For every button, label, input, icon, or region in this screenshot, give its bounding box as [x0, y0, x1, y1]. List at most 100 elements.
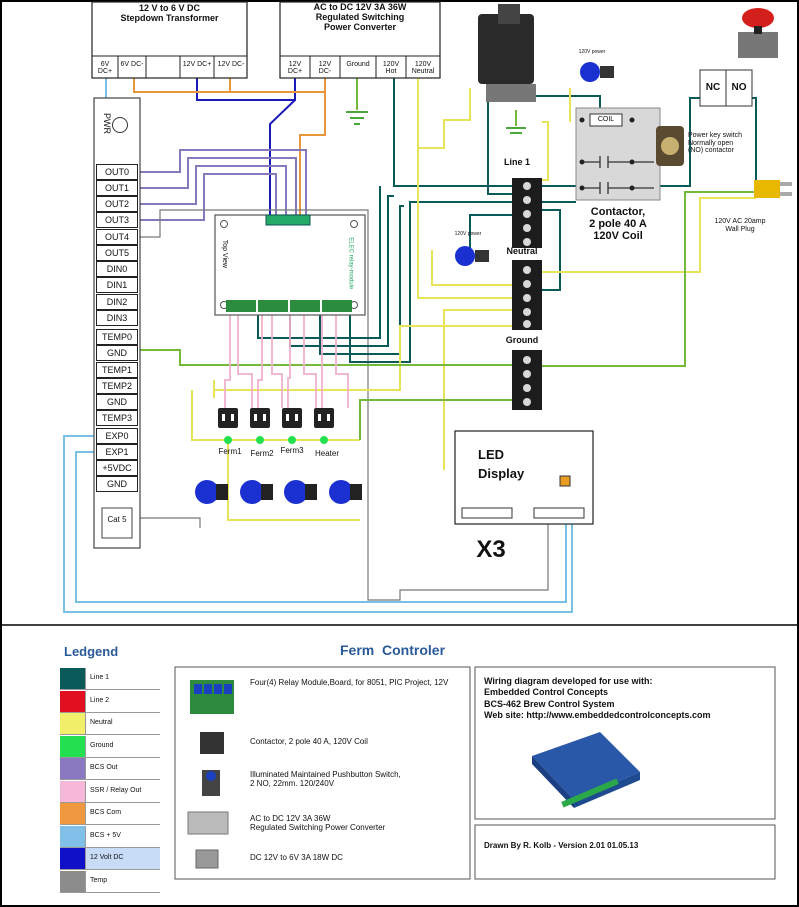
wires-neutral — [191, 78, 756, 521]
credit-text: Drawn By R. Kolb - Version 2.01 01.05.13 — [484, 841, 639, 850]
emergency-stop — [738, 8, 778, 58]
component-transformer: DC 12V to 6V 3A 18W DC — [250, 853, 343, 862]
no-label: NO — [731, 82, 747, 93]
info-box — [474, 666, 776, 820]
bcs-pin-exp1: EXP1 — [96, 444, 138, 460]
credit-box — [474, 824, 776, 880]
legend-swatch — [60, 848, 86, 869]
line1-label: Line 1 — [503, 157, 530, 167]
legend-label: BCS Com — [90, 809, 122, 816]
wires-bcs-out — [138, 149, 307, 222]
wires-line1 — [257, 78, 757, 363]
terminal-block-neutral — [512, 260, 542, 330]
legend-item: Line 2 — [60, 690, 160, 713]
terminal-block-ground — [512, 350, 542, 410]
legend-item: SSR / Relay Out — [60, 780, 160, 803]
transformer-pin: 6V DC+ — [97, 61, 113, 75]
wall-plug — [754, 180, 792, 198]
lamp-label: 120V power — [578, 49, 606, 55]
bcs-pin-din2: DIN2 — [96, 294, 138, 310]
legend-label: BCS + 5V — [90, 831, 121, 839]
pilot-lamp — [455, 62, 614, 266]
bcs-pwr-label: PWR — [101, 112, 112, 134]
outlet-lamps — [195, 480, 362, 504]
coil-label: COIL — [597, 116, 615, 123]
bcs-pin-temp3: TEMP3 — [96, 410, 138, 426]
legend-label: Neutral — [90, 719, 113, 726]
legend-item: BCS Com — [60, 803, 160, 825]
nc-label: NC — [705, 82, 721, 93]
bcs-pin-gnd: GND — [96, 476, 138, 492]
lamp-label: 120V power — [454, 231, 482, 237]
wires-temp — [138, 209, 549, 601]
legend-item: Temp — [60, 870, 160, 893]
bcs-pin-out5: OUT5 — [96, 245, 138, 261]
legend-swatch — [60, 780, 86, 802]
legend-swatch — [60, 690, 86, 712]
wires-bcs-com — [133, 78, 326, 222]
component-pushbutton: Illuminated Maintained Pushbutton Switch… — [250, 770, 401, 788]
converter-pin: 120V Hot — [382, 61, 400, 75]
ground-symbol — [346, 111, 526, 134]
component-icons — [187, 680, 234, 869]
component-relay-module: Four(4) Relay Module,Board, for 8051, PI… — [250, 678, 449, 687]
bcs-power-led — [112, 117, 128, 133]
transformer-pin: 12V DC+ — [182, 61, 212, 68]
bcs-pin-temp2: TEMP2 — [96, 378, 138, 394]
relay-top-view-label: Top View — [220, 239, 228, 268]
bcs-pin-din3: DIN3 — [96, 310, 138, 326]
converter-pin: Ground — [346, 61, 370, 68]
legend-item: BCS + 5V — [60, 825, 160, 848]
legend-item: BCS Out — [60, 758, 160, 780]
bcs-pin-gnd: GND — [96, 345, 138, 361]
bcs-pin-out2: OUT2 — [96, 196, 138, 212]
legend-title: Ledgend — [64, 644, 119, 659]
relay-brand-label: ELEC relay-module — [347, 237, 354, 290]
led-display-count: X3 — [476, 536, 506, 563]
cat5-port-label: Cat 5 — [107, 515, 127, 524]
bcs-device-image — [532, 732, 640, 808]
terminal-block-line1 — [512, 178, 542, 248]
bcs-pin-out4: OUT4 — [96, 229, 138, 245]
legend-label: SSR / Relay Out — [90, 786, 142, 794]
bcs-pin-out3: OUT3 — [96, 212, 138, 228]
converter-pin: 12V DC+ — [287, 61, 303, 75]
legend-label: BCS Out — [90, 764, 118, 771]
legend-swatch — [60, 758, 86, 779]
outlet-label-ferm2: Ferm2 — [250, 449, 274, 458]
legend-item: 12 Volt DC — [60, 848, 160, 870]
components-title: Ferm Controler — [340, 642, 446, 658]
wires-12vdc — [196, 78, 296, 222]
converter-pin: 12V DC- — [318, 61, 332, 75]
relay-module — [214, 214, 366, 316]
power-converter — [279, 1, 441, 79]
legend-label: Temp — [90, 876, 108, 884]
legend-swatch — [60, 870, 86, 892]
legend-label: Ground — [90, 741, 114, 749]
legend-item: Neutral — [60, 713, 160, 735]
legend-label: Line 2 — [90, 696, 110, 704]
converter-pin: 120V Neutral — [411, 61, 435, 75]
outlet-label-ferm1: Ferm1 — [218, 447, 242, 456]
relay-socket — [478, 4, 536, 102]
bcs-pin-out1: OUT1 — [96, 180, 138, 196]
wires-ssr — [224, 312, 349, 408]
legend-swatch — [60, 713, 86, 734]
bcs-pin-temp1: TEMP1 — [96, 362, 138, 378]
component-contactor: Contactor, 2 pole 40 A, 120V Coil — [250, 737, 368, 746]
transformer-pin: 12V DC- — [217, 61, 245, 68]
bcs-pin-gnd: GND — [96, 394, 138, 410]
legend-label: 12 Volt DC — [90, 854, 124, 861]
ground-label: Ground — [505, 335, 539, 345]
legend-item: Line 1 — [60, 668, 160, 690]
bcs-pin-exp0: EXP0 — [96, 428, 138, 444]
bcs-pin-out0: OUT0 — [96, 164, 138, 180]
legend-label: Line 1 — [90, 674, 110, 681]
